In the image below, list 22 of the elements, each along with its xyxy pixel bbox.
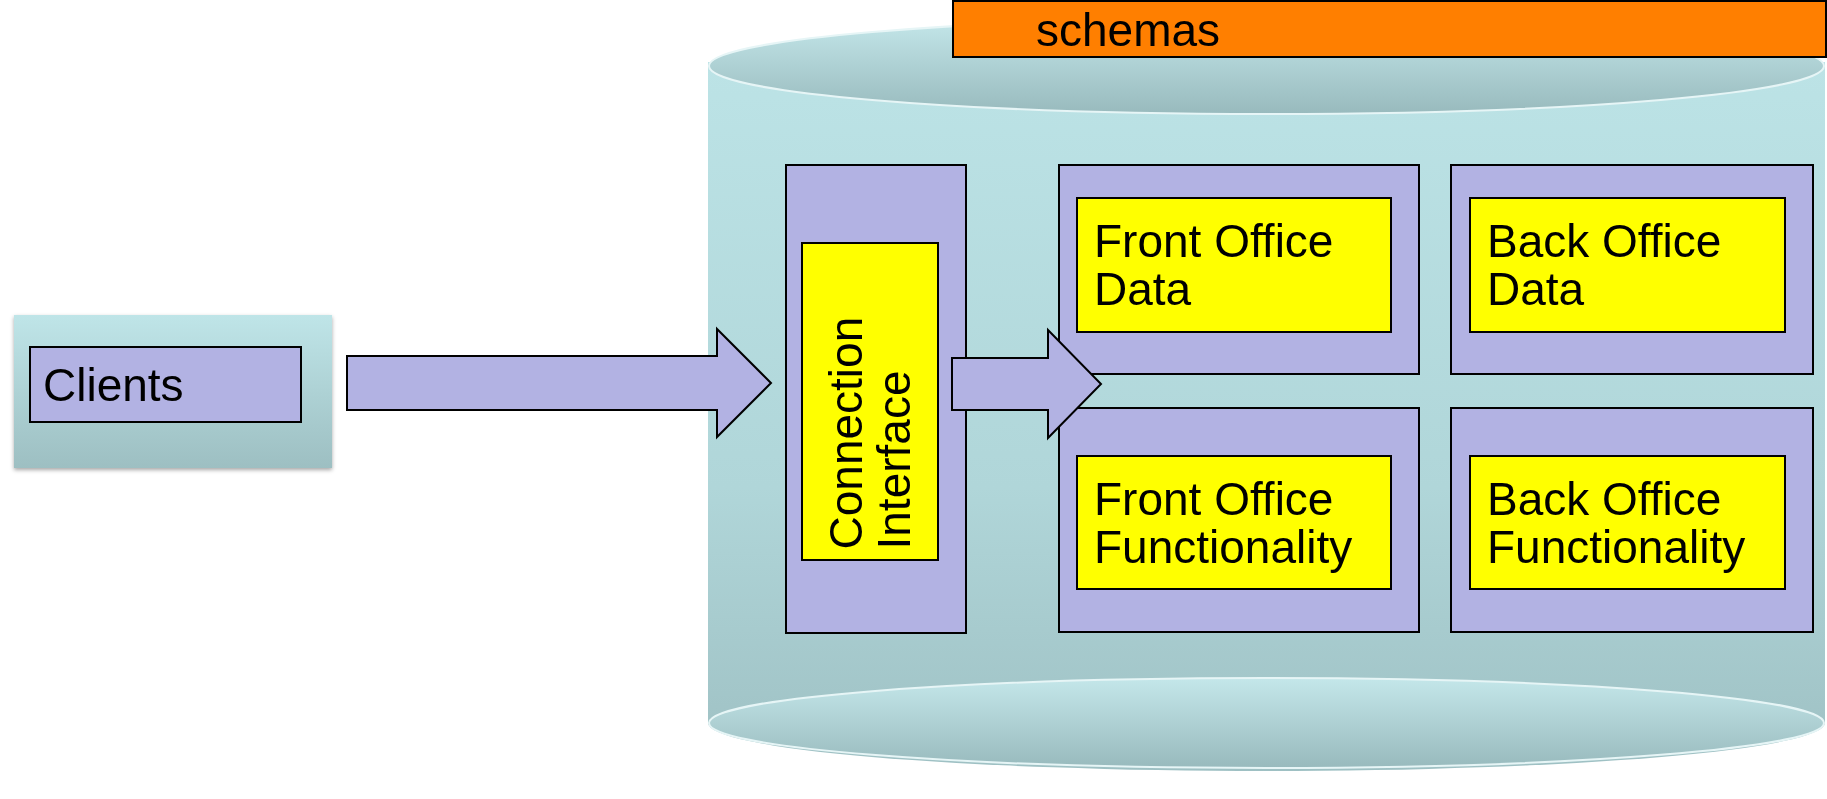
node-label: Clients	[43, 360, 184, 409]
component-box	[785, 164, 967, 634]
module-box	[1076, 455, 1392, 590]
schema-box	[952, 0, 1827, 58]
block-arrow	[951, 327, 1103, 441]
node-label: Back Office Data	[1487, 217, 1723, 313]
component-box	[1058, 407, 1420, 633]
module-box	[1469, 197, 1786, 333]
component-box	[1450, 407, 1814, 633]
node-label: Front Office Functionality	[1094, 474, 1354, 571]
module-box	[801, 242, 939, 561]
node-label: schemas	[1036, 7, 1221, 53]
node-label: Back Office Functionality	[1487, 474, 1747, 571]
panel-box	[14, 315, 332, 468]
node-label: Connection Interface	[822, 315, 918, 551]
component-box	[1450, 164, 1814, 375]
module-box	[1469, 455, 1786, 590]
block-arrow	[346, 326, 773, 440]
node-label: Front Office Data	[1094, 217, 1335, 313]
component-box	[29, 346, 302, 423]
module-box	[1076, 197, 1392, 333]
component-box	[1058, 164, 1420, 375]
